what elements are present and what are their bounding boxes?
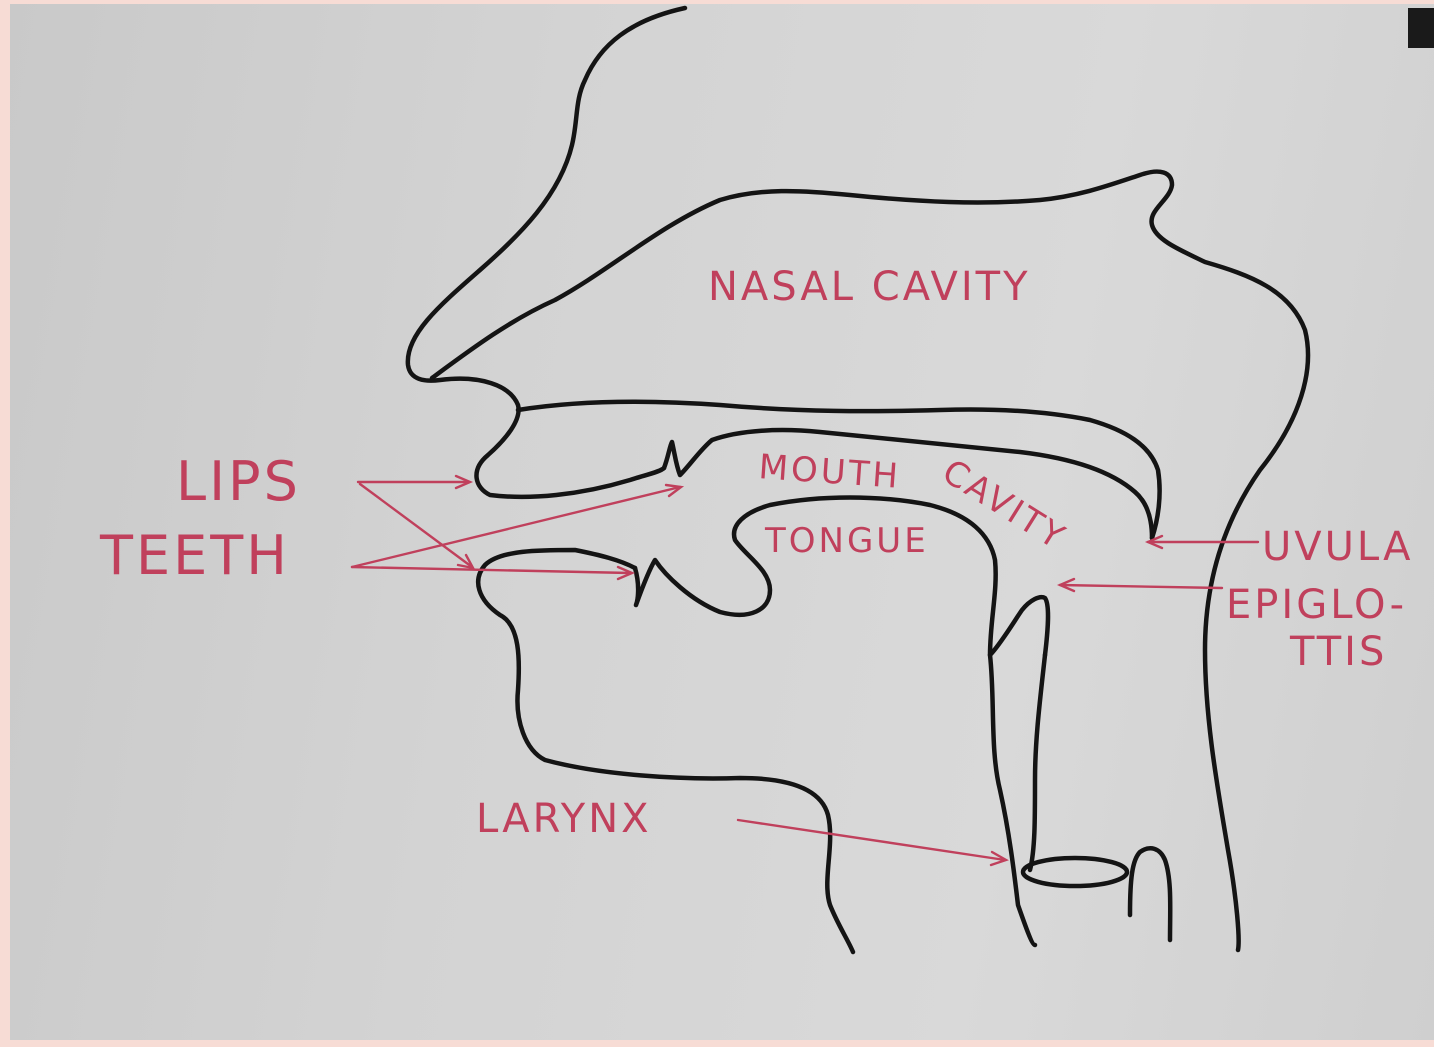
label-epiglottis-line1: EPIGLO- — [1226, 582, 1407, 628]
label-tongue: TONGUE — [764, 521, 929, 561]
label-uvula: UVULA — [1262, 524, 1413, 570]
label-epiglottis-line2: TTIS — [1289, 629, 1387, 675]
lips-arrow-lower — [360, 484, 472, 567]
lower-lip-chin — [478, 550, 853, 952]
larynx-arrow — [738, 820, 1005, 860]
label-teeth: TEETH — [99, 524, 290, 587]
epiglottis-outline — [990, 655, 1035, 945]
trachea-oesophagus — [1030, 655, 1045, 870]
teeth-arrow-lower — [352, 567, 630, 573]
epiglottis-arrow — [1060, 585, 1222, 588]
head-outline — [408, 8, 685, 497]
oesophagus-tube — [1130, 848, 1170, 940]
label-cavity: CAVITY — [935, 452, 1073, 559]
label-nasal-cavity: NASAL CAVITY — [708, 264, 1031, 310]
board-corner — [1408, 8, 1434, 48]
annotation-labels: NASAL CAVITY MOUTH CAVITY TONGUE LIPS TE… — [99, 264, 1413, 842]
larynx-ring — [1023, 858, 1127, 886]
label-larynx: LARYNX — [476, 796, 652, 842]
label-lips: LIPS — [176, 450, 301, 513]
label-mouth: MOUTH — [757, 447, 902, 497]
